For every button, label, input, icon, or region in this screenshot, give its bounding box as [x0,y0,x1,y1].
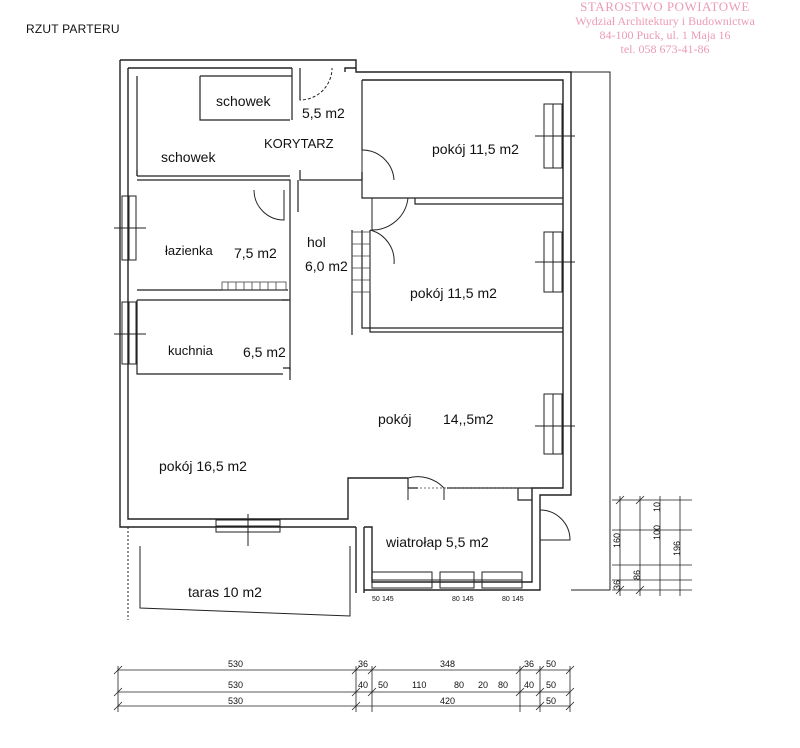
stamp-line-1: STAROSTWO POWIATOWE [580,0,750,14]
windows [114,103,575,589]
dim-small-4: 145 [462,596,474,603]
room-area-kuchnia: 6,5 m2 [243,344,286,360]
dim-row2-1: 530 [228,680,244,690]
bottom-dimensions [113,665,575,712]
room-label-wiatrolap: wiatrołap 5,5 m2 [386,534,489,550]
room-label-taras: taras 10 m2 [188,584,262,600]
right-dimension [612,495,692,596]
hatches [221,231,518,489]
stamp-line-3: 84-100 Puck, ul. 1 Maja 16 [599,28,731,42]
stamp-line-2: Wydział Architektury i Budownictwa [575,14,755,28]
room-label-hol: hol [307,234,326,250]
dim-row1-2: 36 [358,659,369,669]
dim-row1-4: 36 [524,659,535,669]
terrace [127,527,351,620]
dim-right-4: 100 [652,524,662,540]
dim-right-1: 160 [612,532,622,548]
outer-walls [119,59,611,593]
inner-walls [136,68,563,501]
room-label-pokoj-3: pokój [378,411,412,427]
dim-row2-6: 20 [478,680,489,690]
room-label-pokoj-2: pokój 11,5 m2 [410,285,497,301]
dim-row1-5: 50 [546,659,557,669]
office-stamp: STAROSTWO POWIATOWE Wydział Architektury… [520,0,800,56]
dim-row2-8: 40 [524,680,535,690]
room-label-schowek-bottom: schowek [161,149,216,165]
dim-right-2: 36 [612,579,622,590]
room-area-lazienka: 7,5 m2 [234,245,277,261]
dim-row3-3: 50 [546,696,557,706]
dim-small-5: 80 [502,596,510,603]
dim-right-5: 10 [652,501,662,512]
room-area-hol: 6,0 m2 [305,258,348,274]
room-area-pokoj-3: 14,,5m2 [443,411,494,427]
dim-small-3: 80 [452,596,460,603]
dim-row3-2: 420 [440,696,456,706]
dim-row2-9: 50 [546,680,557,690]
room-label-pokoj-4: pokój 16,5 m2 [159,458,247,474]
room-label-kuchnia: kuchnia [168,343,213,358]
room-label-korytarz: KORYTARZ [264,136,334,151]
dim-row2-3: 50 [378,680,389,690]
room-label-lazienka: łazienka [165,243,213,258]
drawing-title: RZUT PARTERU [26,22,120,36]
room-label-pokoj-1: pokój 11,5 m2 [432,141,519,157]
dim-small-6: 145 [512,596,524,603]
dim-right-3: 86 [632,569,642,580]
dim-small-2: 145 [382,596,394,603]
dim-row2-7: 80 [498,680,509,690]
dim-row1-1: 530 [228,659,244,669]
room-label-schowek-top: schowek [216,93,271,109]
dim-right-6: 196 [672,540,682,556]
dim-row3-1: 530 [228,696,244,706]
stamp-line-4: tel. 058 673-41-86 [620,42,710,56]
doors [253,67,571,541]
dim-row2-5: 80 [454,680,465,690]
dim-row2-2: 40 [358,680,369,690]
dim-row2-4: 110 [412,680,427,690]
room-area-schowek-top: 5,5 m2 [302,105,345,121]
dim-small-1: 50 [372,596,380,603]
dim-row1-3: 348 [440,659,456,669]
